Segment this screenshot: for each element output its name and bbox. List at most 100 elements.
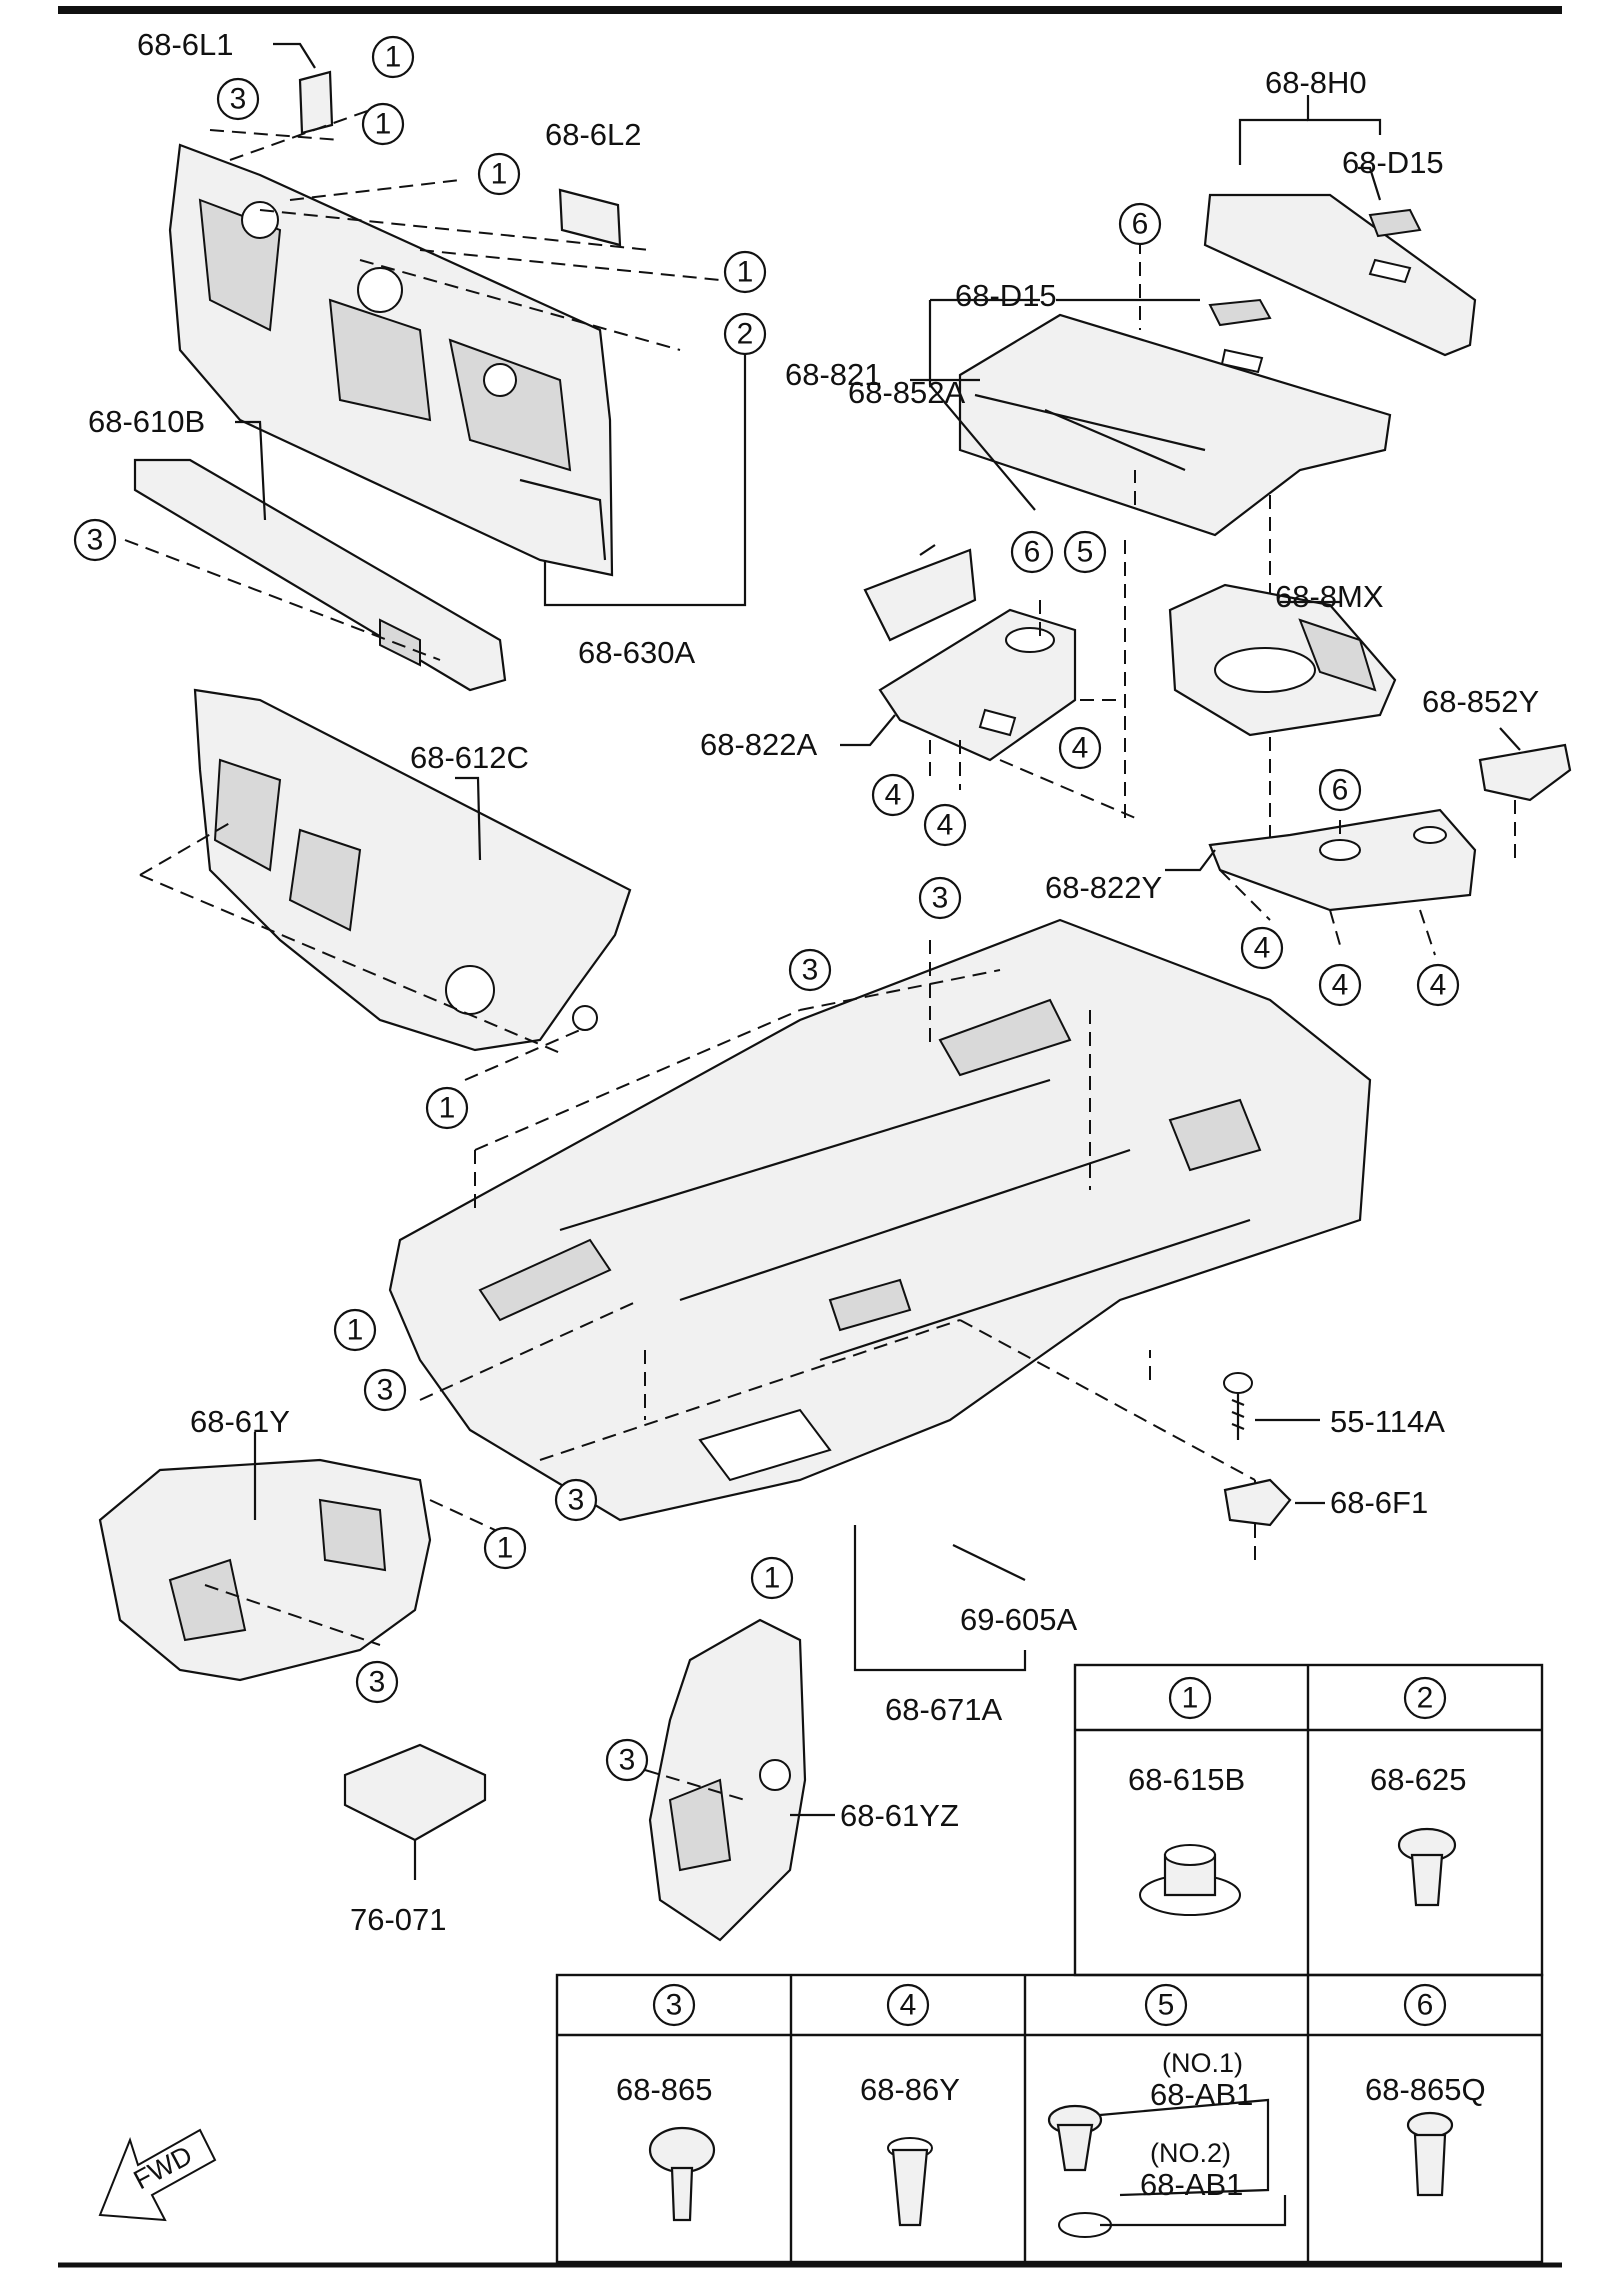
trim-822Y xyxy=(1208,808,1477,912)
callout-3: 3 xyxy=(355,1660,399,1704)
fastener-3-header: 3 xyxy=(652,1983,696,2027)
callout-3: 3 xyxy=(216,77,260,121)
fastener-AB1-no2-label: 68-AB1 xyxy=(1140,2167,1243,2202)
package-tray-821 xyxy=(958,298,1392,537)
svg-text:6: 6 xyxy=(1132,208,1149,241)
fastener-625-label: 68-625 xyxy=(1370,1762,1467,1797)
fastener-AB1-no1-note: (NO.1) xyxy=(1162,2048,1243,2078)
svg-text:4: 4 xyxy=(1072,732,1089,765)
callout-4: 4 xyxy=(923,803,967,847)
callout-1: 1 xyxy=(361,102,405,146)
svg-text:3: 3 xyxy=(619,1744,636,1777)
pad-76-071 xyxy=(343,1743,487,1842)
callout-6: 6 xyxy=(1010,530,1054,574)
svg-text:4: 4 xyxy=(1430,969,1447,1002)
svg-text:3: 3 xyxy=(932,882,949,915)
callout-1: 1 xyxy=(723,250,767,294)
clip-625-drawing xyxy=(1397,1827,1457,1907)
fastener-4-header: 4 xyxy=(886,1983,930,2027)
svg-text:1: 1 xyxy=(375,108,392,141)
callout-1: 1 xyxy=(750,1556,794,1600)
svg-text:4: 4 xyxy=(1254,932,1271,965)
callout-1: 1 xyxy=(333,1308,377,1352)
label-69-605A: 69-605A xyxy=(960,1602,1078,1637)
svg-text:4: 4 xyxy=(885,779,902,812)
callout-4: 4 xyxy=(1318,963,1362,1007)
svg-text:3: 3 xyxy=(377,1374,394,1407)
svg-text:3: 3 xyxy=(87,524,104,557)
clip-86Y-drawing xyxy=(887,2137,933,2227)
svg-text:1: 1 xyxy=(491,158,508,191)
svg-text:1: 1 xyxy=(347,1314,364,1347)
clip-865Q-drawing xyxy=(1406,2111,1454,2197)
label-852A: 68-852A xyxy=(848,375,966,410)
clip-615B-drawing xyxy=(1139,1844,1241,1916)
label-821: 68-821 xyxy=(785,357,882,392)
label-822A: 68-822A xyxy=(700,727,818,762)
label-8MX: 68-8MX xyxy=(1275,579,1384,614)
svg-text:1: 1 xyxy=(1182,1682,1199,1715)
callouts: 1 3 1 1 1 2 3 6 6 5 4 4 4 6 4 4 4 3 3 1 … xyxy=(73,35,1460,1782)
svg-text:5: 5 xyxy=(1158,1989,1175,2022)
fastener-615B-label: 68-615B xyxy=(1128,1762,1245,1797)
callout-4: 4 xyxy=(1240,926,1284,970)
svg-text:1: 1 xyxy=(439,1092,456,1125)
tray-8MX xyxy=(1168,583,1397,737)
pad-852A xyxy=(863,548,977,642)
pad-6L2 xyxy=(558,188,622,247)
fastener-table: 1 2 3 4 5 6 68-615B 68-625 68-865 68-86Y… xyxy=(555,1663,1544,2264)
label-6L2: 68-6L2 xyxy=(545,117,642,152)
label-8H0: 68-8H0 xyxy=(1265,65,1367,100)
label-612C: 68-612C xyxy=(410,740,529,775)
label-822Y: 68-822Y xyxy=(1045,870,1162,905)
callout-6: 6 xyxy=(1118,202,1162,246)
fwd-arrow-icon: FWD xyxy=(98,2128,217,2222)
callout-4: 4 xyxy=(1058,726,1102,770)
svg-text:1: 1 xyxy=(385,41,402,74)
insulator-61Y xyxy=(98,1458,432,1682)
label-630A: 68-630A xyxy=(578,635,696,670)
fastener-2-header: 2 xyxy=(1403,1676,1447,1720)
svg-text:3: 3 xyxy=(802,954,819,987)
pad-852Y xyxy=(1478,743,1572,802)
callout-3: 3 xyxy=(788,948,832,992)
svg-text:3: 3 xyxy=(230,83,247,116)
callout-2: 2 xyxy=(723,312,767,356)
fastener-865Q-label: 68-865Q xyxy=(1365,2072,1486,2107)
svg-text:6: 6 xyxy=(1024,536,1041,569)
fastener-6-header: 6 xyxy=(1403,1983,1447,2027)
callout-3: 3 xyxy=(918,876,962,920)
callout-5: 5 xyxy=(1063,530,1107,574)
callout-3: 3 xyxy=(554,1478,598,1522)
trim-822A xyxy=(878,608,1077,762)
callout-1: 1 xyxy=(425,1086,469,1130)
label-76-071: 76-071 xyxy=(350,1902,447,1937)
svg-text:5: 5 xyxy=(1077,536,1094,569)
callout-3: 3 xyxy=(605,1738,649,1782)
svg-text:3: 3 xyxy=(568,1484,585,1517)
label-671A: 68-671A xyxy=(885,1692,1003,1727)
callout-1: 1 xyxy=(477,152,521,196)
fastener-865-label: 68-865 xyxy=(616,2072,713,2107)
callout-3: 3 xyxy=(363,1368,407,1412)
label-610B: 68-610B xyxy=(88,404,205,439)
callout-6: 6 xyxy=(1318,768,1362,812)
svg-text:2: 2 xyxy=(737,318,754,351)
label-6L1: 68-6L1 xyxy=(137,27,234,62)
callout-4: 4 xyxy=(871,773,915,817)
clip-AB1-drawing xyxy=(1047,2098,1287,2238)
svg-text:4: 4 xyxy=(900,1989,917,2022)
label-D15: 68-D15 xyxy=(955,278,1057,313)
fastener-86Y-label: 68-86Y xyxy=(860,2072,960,2107)
callout-3: 3 xyxy=(73,518,117,562)
svg-text:6: 6 xyxy=(1417,1989,1434,2022)
svg-text:1: 1 xyxy=(497,1532,514,1565)
svg-text:3: 3 xyxy=(369,1666,386,1699)
trim-8H0 xyxy=(1203,193,1477,357)
svg-text:1: 1 xyxy=(764,1562,781,1595)
label-55-114A: 55-114A xyxy=(1330,1404,1445,1439)
nut-6F1 xyxy=(1223,1478,1292,1527)
label-852Y: 68-852Y xyxy=(1422,684,1539,719)
label-D15-top: 68-D15 xyxy=(1342,145,1444,180)
